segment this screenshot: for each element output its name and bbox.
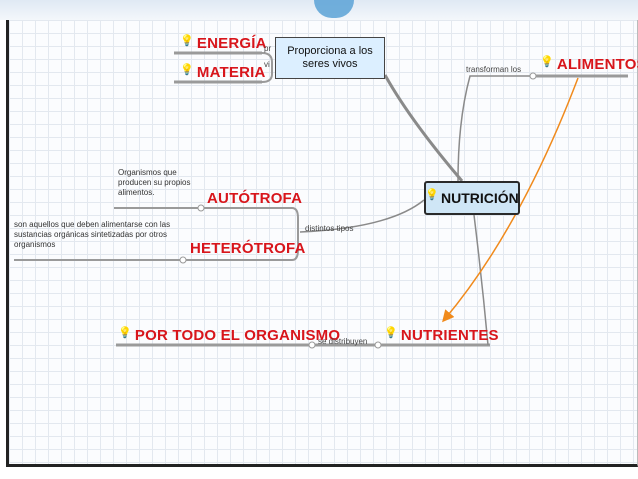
node-alimentos[interactable]: 💡ALIMENTOS <box>540 56 638 73</box>
lightbulb-icon: 💡 <box>540 56 554 68</box>
link-label-distribuyen: se distribuyen <box>318 337 368 346</box>
alimentos-handle <box>529 72 537 80</box>
energia-materia-bracket <box>261 52 273 83</box>
lightbulb-icon: 💡 <box>425 188 439 201</box>
note-autotrofa: Organismos que producen su propios alime… <box>118 168 191 197</box>
tipos-bracket <box>291 207 299 261</box>
header-accent-shape <box>314 0 354 18</box>
note-heterotrofa: son aquellos que deben alimentarse con l… <box>14 220 171 249</box>
node-alimentos-label: ALIMENTOS <box>556 56 638 73</box>
partial-link-text-bottom: vi <box>264 60 270 69</box>
nutrientes-link <box>473 214 489 346</box>
mind-map-canvas <box>6 20 638 467</box>
node-energia[interactable]: 💡ENERGÍA <box>180 35 267 52</box>
node-materia-label: MATERIA <box>196 64 266 81</box>
node-heterotrofa-label: HETERÓTROFA <box>190 240 306 257</box>
lightbulb-icon: 💡 <box>180 64 194 76</box>
heterotrofa-handle <box>179 256 187 264</box>
node-heterotrofa[interactable]: HETERÓTROFA <box>190 240 306 257</box>
node-nutrientes-label: NUTRIENTES <box>400 327 499 344</box>
node-organismo[interactable]: 💡POR TODO EL ORGANISMO <box>118 327 340 344</box>
node-autotrofa[interactable]: AUTÓTROFA <box>207 190 302 207</box>
node-nutrientes[interactable]: 💡NUTRIENTES <box>384 327 499 344</box>
callout-text: Proporciona a los seres vivos <box>287 45 373 70</box>
lightbulb-icon: 💡 <box>118 327 132 339</box>
autotrofa-handle <box>197 204 205 212</box>
tipos-link <box>299 199 425 233</box>
lightbulb-icon: 💡 <box>180 35 194 47</box>
node-materia[interactable]: 💡MATERIA <box>180 64 266 81</box>
node-autotrofa-label: AUTÓTROFA <box>207 190 303 207</box>
callout-box[interactable]: Proporciona a los seres vivos <box>275 37 385 79</box>
lightbulb-icon: 💡 <box>384 327 398 339</box>
node-energia-label: ENERGÍA <box>196 35 267 52</box>
node-nutricion-label: NUTRICIÓN <box>440 190 519 206</box>
node-nutricion[interactable]: 💡NUTRICIÓN <box>424 181 520 215</box>
link-label-distintos: distintos tipos <box>305 224 354 233</box>
node-organismo-label: POR TODO EL ORGANISMO <box>134 327 341 344</box>
partial-link-text-top: pr <box>264 44 272 53</box>
nutrientes-handle <box>374 341 382 349</box>
organismo-handle <box>308 341 316 349</box>
alimentos-link <box>457 75 536 182</box>
link-label-transforman: transforman los <box>466 65 522 74</box>
callout-link <box>383 74 464 182</box>
